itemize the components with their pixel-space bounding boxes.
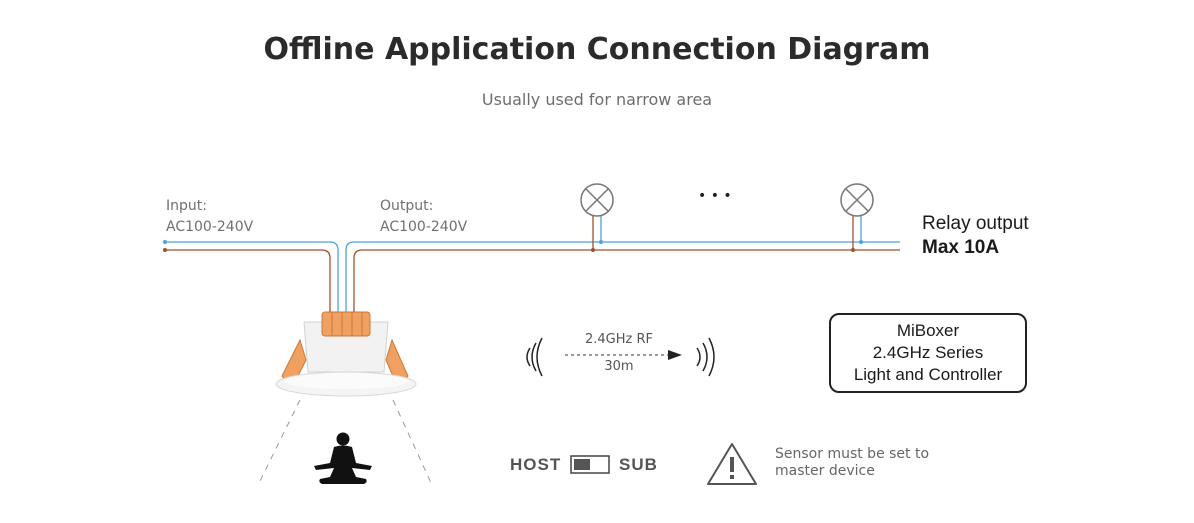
- live-wire-input: [165, 249, 331, 318]
- radio-waves-icon: [526, 337, 543, 377]
- rf-frequency-label: 2.4GHz RF: [585, 332, 653, 347]
- output-label: Output: AC100-240V: [380, 196, 467, 238]
- miboxer-line3: Light and Controller: [853, 365, 1003, 384]
- relay-output-line1: Relay output: [922, 213, 1029, 234]
- diagram-subtitle: Usually used for narrow area: [481, 90, 713, 109]
- warning-triangle-icon: [707, 443, 757, 485]
- lamp1-junction-live: [591, 248, 595, 252]
- live-wire-output: [353, 249, 900, 318]
- neutral-wire-output: [345, 241, 900, 318]
- lamp2-junction-live: [851, 248, 855, 252]
- input-label-line2: AC100-240V: [166, 219, 254, 235]
- input-neutral-terminal: [163, 240, 167, 244]
- input-label-line1: Input:: [166, 198, 207, 214]
- lamp-icon: [580, 183, 614, 217]
- miboxer-box: MiBoxer 2.4GHz Series Light and Controll…: [829, 313, 1027, 393]
- lamp-icon: [840, 183, 874, 217]
- terminal-block: [321, 311, 371, 337]
- arrow-right-icon: [668, 350, 682, 360]
- warning-text: Sensor must be set to master device: [775, 446, 929, 480]
- relay-output-label: Relay output Max 10A: [922, 212, 1029, 260]
- sensor-device: [275, 311, 417, 397]
- diagram-title: Offline Application Connection Diagram: [263, 32, 931, 67]
- input-label: Input: AC100-240V: [166, 196, 253, 238]
- lamp2-junction-neutral: [859, 240, 863, 244]
- rf-distance-label: 30m: [604, 359, 634, 374]
- warning-line2: master device: [775, 463, 875, 479]
- toggle-switch-icon: [570, 455, 610, 474]
- wires: [165, 216, 900, 318]
- radio-waves-icon: [696, 337, 715, 377]
- miboxer-line1: MiBoxer: [896, 321, 960, 340]
- detection-range-lines: [257, 399, 433, 486]
- sub-label: SUB: [619, 455, 658, 474]
- ellipsis: • • •: [698, 188, 732, 204]
- miboxer-line2: 2.4GHz Series: [872, 343, 984, 362]
- meditation-person-icon: [314, 432, 372, 484]
- relay-output-line2: Max 10A: [922, 237, 1000, 258]
- host-label: HOST: [510, 455, 562, 474]
- neutral-wire-input: [165, 241, 339, 318]
- lamp1-junction-neutral: [599, 240, 603, 244]
- input-live-terminal: [163, 248, 167, 252]
- warning-line1: Sensor must be set to: [775, 446, 930, 462]
- output-label-line2: AC100-240V: [380, 219, 468, 235]
- output-label-line1: Output:: [380, 198, 434, 214]
